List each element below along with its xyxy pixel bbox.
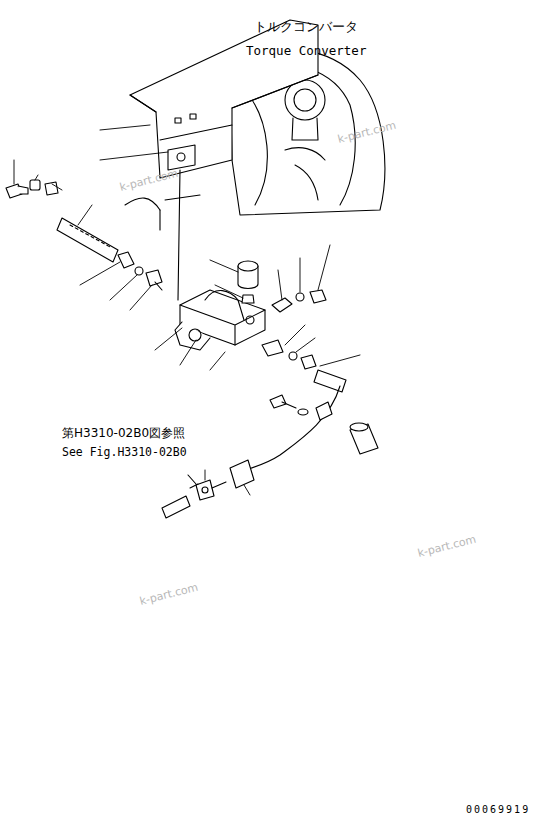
drawing-number: 00069919 — [466, 804, 530, 816]
leader-lines — [14, 125, 360, 495]
bracket — [175, 290, 265, 350]
watermark: k-part.com — [138, 582, 199, 609]
watermark: k-part.com — [118, 168, 179, 195]
part-name-jp: トルクコンバータ — [254, 20, 358, 35]
right-fittings — [272, 290, 326, 312]
bottom-fittings — [162, 460, 254, 518]
wire — [178, 170, 180, 300]
reference-note-jp: 第H3310-02B0図参照 — [62, 427, 185, 441]
part-name-en: Torque Converter — [246, 44, 366, 58]
lower-fittings — [240, 340, 378, 472]
left-fittings — [6, 180, 162, 290]
reference-note-en: See Fig.H3310-02B0 — [62, 446, 187, 459]
watermark: k-part.com — [416, 534, 477, 561]
